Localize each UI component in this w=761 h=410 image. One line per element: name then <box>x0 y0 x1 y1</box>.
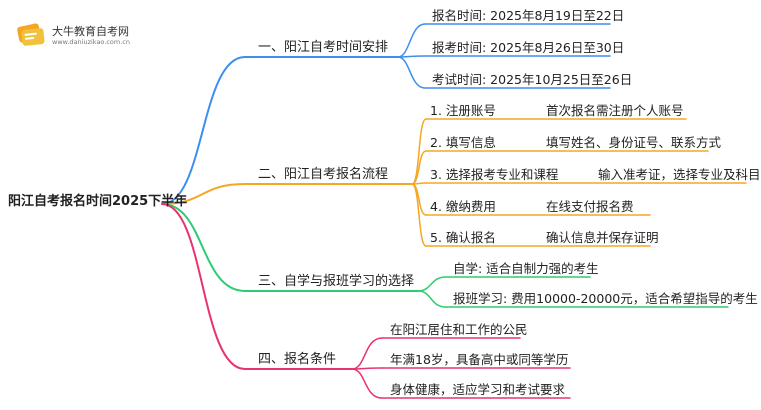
section-4-item-1: 在阳江居住和工作的公民 <box>390 322 528 337</box>
section-1-item-1-connector <box>397 23 426 58</box>
section-3-item-1-connector <box>417 276 447 292</box>
section-2-step-5: 5. 确认报名 <box>430 230 496 245</box>
section-3-label: 三、自学与报班学习的选择 <box>258 274 415 289</box>
section-2-step-1-detail: 首次报名需注册个人账号 <box>546 103 684 118</box>
book-stack-icon <box>17 23 45 46</box>
root-to-section-4-connector <box>161 203 246 370</box>
section-2-label: 二、阳江自考报名流程 <box>258 167 389 182</box>
section-4-label: 四、报名条件 <box>258 352 337 367</box>
section-3-item-1: 自学: 适合自制力强的考生 <box>453 261 599 276</box>
section-1-item-2: 报考时间: 2025年8月26日至30日 <box>432 40 625 55</box>
root-to-section-1-connector <box>161 56 246 205</box>
section-2-step-5-connector <box>411 183 427 247</box>
root-topic: 阳江自考报名时间2025下半年 <box>8 194 188 209</box>
section-1-item-1: 报名时间: 2025年8月19日至22日 <box>432 8 625 23</box>
section-3-item-2: 报班学习: 费用10000-20000元，适合希望指导的考生 <box>453 291 758 306</box>
section-2-step-2-connector <box>411 150 427 185</box>
section-1-label: 一、阳江自考时间安排 <box>258 40 389 55</box>
brand-name: 大牛教育自考网 <box>52 25 129 38</box>
section-4-item-3-connector <box>351 368 383 399</box>
section-2-step-1: 1. 注册账号 <box>430 103 496 118</box>
section-2-step-2: 2. 填写信息 <box>430 135 496 150</box>
root-to-section-3-connector <box>161 203 246 292</box>
section-4-item-1-connector <box>351 337 383 370</box>
brand-url: www.daniuzikao.com.cn <box>52 38 130 46</box>
section-2-step-3-detail: 输入准考证，选择专业及科目 <box>598 167 761 182</box>
section-2-step-4-detail: 在线支付报名费 <box>546 199 634 214</box>
section-1-item-3: 考试时间: 2025年10月25日至26日 <box>432 72 633 87</box>
section-2-step-2-detail: 填写姓名、身份证号、联系方式 <box>546 135 722 150</box>
section-1-item-3-connector <box>397 56 426 89</box>
root-to-section-2-connector <box>161 183 246 205</box>
section-4-item-2: 年满18岁，具备高中或同等学历 <box>390 352 569 367</box>
section-4-item-3: 身体健康，适应学习和考试要求 <box>390 382 566 397</box>
section-2-step-4: 4. 缴纳费用 <box>430 199 496 214</box>
section-3-item-2-connector <box>417 290 447 308</box>
section-2-step-3: 3. 选择报考专业和课程 <box>430 167 559 182</box>
section-2-step-5-detail: 确认信息并保存证明 <box>546 230 659 245</box>
